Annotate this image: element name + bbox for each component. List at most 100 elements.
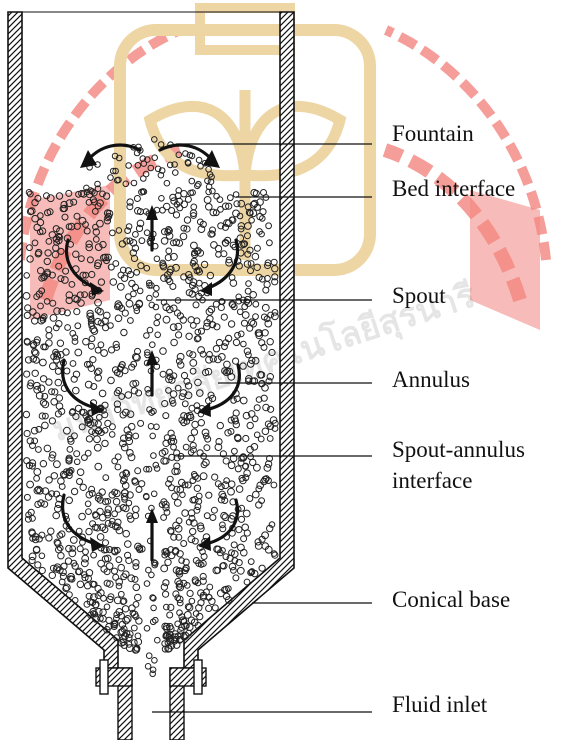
particle <box>204 197 211 204</box>
particle <box>42 422 49 429</box>
particle <box>123 617 130 624</box>
particle <box>50 315 57 322</box>
particle <box>244 579 250 585</box>
particle <box>97 508 104 515</box>
particle <box>44 445 51 452</box>
particle <box>259 565 265 571</box>
particle <box>103 475 109 481</box>
particle <box>141 176 147 182</box>
particle <box>204 445 210 451</box>
particle <box>267 436 273 442</box>
particle <box>139 481 145 487</box>
particle <box>104 604 110 610</box>
particle <box>32 370 38 376</box>
particle <box>151 453 157 459</box>
particle <box>238 331 244 337</box>
particle <box>55 505 62 512</box>
particle <box>220 522 226 528</box>
particle <box>98 342 104 348</box>
particle <box>64 368 70 374</box>
particle <box>25 305 31 311</box>
particle <box>24 494 30 500</box>
particle <box>133 506 140 513</box>
particle <box>240 397 247 404</box>
particle <box>264 465 271 472</box>
particle <box>125 294 131 300</box>
particle <box>131 180 137 186</box>
particle <box>173 212 179 218</box>
particle <box>105 506 111 512</box>
particle <box>171 339 178 346</box>
particle <box>27 481 34 488</box>
particle <box>133 232 139 238</box>
particle <box>36 447 42 453</box>
particle <box>231 398 237 404</box>
particle <box>42 401 49 408</box>
particle <box>24 458 30 464</box>
particle <box>178 362 184 368</box>
particle <box>238 544 245 551</box>
particle <box>188 536 195 543</box>
particle <box>125 541 132 548</box>
particle <box>66 497 73 504</box>
particle <box>58 553 64 559</box>
particle <box>191 204 197 210</box>
particle <box>191 429 197 435</box>
particle <box>184 217 190 223</box>
particle <box>75 323 81 329</box>
particle <box>221 251 227 257</box>
particle <box>202 429 209 436</box>
particle <box>121 329 127 335</box>
particle <box>233 575 239 581</box>
particle <box>230 280 237 287</box>
particle <box>161 565 168 572</box>
particle <box>46 327 52 333</box>
particle <box>39 553 45 559</box>
particle <box>207 584 213 590</box>
particle <box>86 528 92 534</box>
particle <box>148 424 154 430</box>
particle <box>115 464 121 470</box>
particle <box>147 327 153 333</box>
particle <box>216 339 222 345</box>
particle <box>65 325 71 331</box>
particle <box>181 541 187 547</box>
particle <box>243 435 249 441</box>
particle <box>128 454 135 461</box>
particle <box>232 448 238 454</box>
particle <box>175 621 181 627</box>
particle <box>73 387 80 394</box>
particle <box>99 489 105 495</box>
particle <box>144 333 150 339</box>
particle <box>187 590 193 596</box>
particle <box>212 474 218 480</box>
particle <box>196 605 202 611</box>
particle <box>24 371 30 377</box>
particle <box>241 536 247 542</box>
particle <box>166 248 172 254</box>
particle <box>48 528 54 534</box>
particle <box>247 496 253 502</box>
particle <box>241 320 247 326</box>
particle <box>200 578 206 584</box>
particle <box>192 421 199 428</box>
particle <box>144 626 150 632</box>
particle <box>24 312 30 318</box>
particle <box>42 501 48 507</box>
particle <box>256 502 262 508</box>
particle <box>242 304 248 310</box>
particle <box>40 461 46 467</box>
particle <box>122 606 128 612</box>
particle <box>229 563 236 570</box>
particle <box>150 342 156 348</box>
particle <box>235 332 241 338</box>
particle <box>253 301 259 307</box>
particle <box>252 416 258 422</box>
particle <box>154 320 160 326</box>
particle <box>201 462 207 468</box>
particle <box>106 617 112 623</box>
particle <box>89 336 95 342</box>
particle <box>228 321 234 327</box>
particle <box>102 440 108 446</box>
